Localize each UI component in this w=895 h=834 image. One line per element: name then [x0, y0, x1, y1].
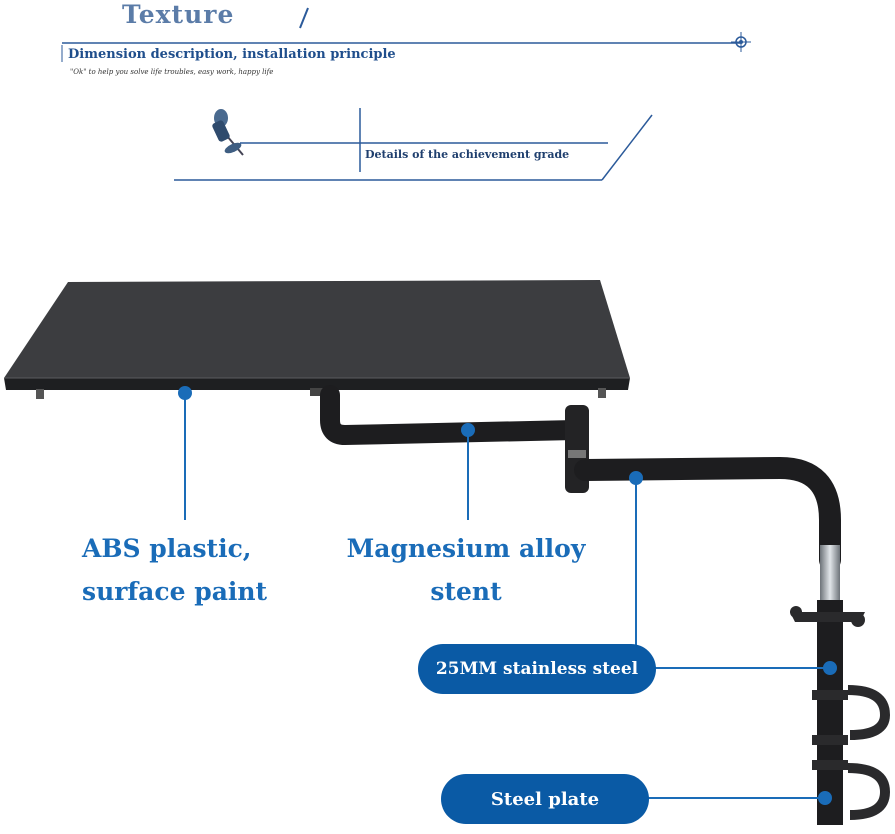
abs-label-line1: ABS plastic, [82, 534, 252, 563]
header-subtitle: Dimension description, installation prin… [68, 47, 396, 62]
magnesium-alloy-label: Magnesium alloy stent [344, 528, 588, 613]
abs-label-line2: surface paint [82, 576, 268, 606]
crosshair-icon [731, 32, 751, 52]
steel-plate-badge: Steel plate [441, 774, 649, 824]
detail-caption: Details of the achievement grade [365, 148, 570, 161]
callout-lines [178, 386, 837, 805]
header-slash [299, 7, 309, 29]
stainless-steel-badge: 25MM stainless steel [418, 644, 656, 694]
pushpin-icon [212, 109, 244, 156]
tray-board [4, 280, 630, 399]
arm-stent [320, 385, 891, 825]
header-tagline: "Ok" to help you solve life troubles, ea… [70, 68, 274, 76]
mag-label-line2: stent [430, 576, 502, 606]
abs-plastic-label: ABS plastic, surface paint [82, 528, 267, 613]
header-title: Texture [122, 0, 235, 29]
mag-label-line1: Magnesium alloy [346, 534, 586, 563]
